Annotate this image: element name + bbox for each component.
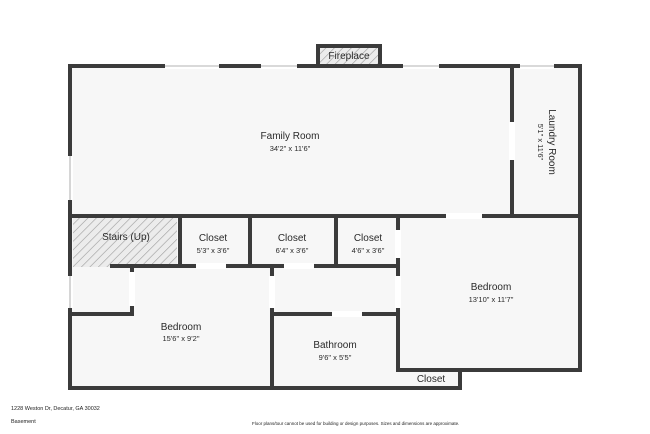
bedroom-right-name: Bedroom xyxy=(471,282,512,293)
door-bedroom-left xyxy=(129,272,135,306)
closet-3-dims: 4'6" x 3'6" xyxy=(352,246,385,255)
bedroom-left-name: Bedroom xyxy=(161,322,202,333)
door-frames xyxy=(69,65,554,308)
door-hall-left xyxy=(269,276,275,308)
laundry-door xyxy=(509,122,515,160)
family-room-dims: 34'2" x 11'6" xyxy=(270,144,311,153)
footer-level: Basement xyxy=(11,419,36,425)
door-bedroom-right xyxy=(446,213,482,219)
closet-3-name: Closet xyxy=(354,233,383,244)
fireplace-box xyxy=(320,48,378,64)
stairs-label: Stairs (Up) xyxy=(102,232,150,243)
floor-area xyxy=(70,66,580,388)
door-closet-1 xyxy=(196,263,226,269)
door-closet-2 xyxy=(284,263,314,269)
closet-1-dims: 5'3" x 3'6" xyxy=(197,246,230,255)
stairs-area xyxy=(73,218,177,267)
bathroom-name: Bathroom xyxy=(313,340,356,351)
door-bathroom xyxy=(332,311,362,317)
footer-disclaimer: Floor plans/tour cannot be used for buil… xyxy=(252,421,460,426)
closet-small-name: Closet xyxy=(417,374,446,385)
closet-1-name: Closet xyxy=(199,233,228,244)
door-hall-right xyxy=(395,276,401,308)
bedroom-left-dims: 15'6" x 9'2" xyxy=(163,334,200,343)
door-closet-3 xyxy=(395,230,401,258)
closet-2-dims: 6'4" x 3'6" xyxy=(276,246,309,255)
fireplace-label: Fireplace xyxy=(328,51,370,62)
bedroom-right-dims: 13'10" x 11'7" xyxy=(469,295,514,304)
footer-address: 1228 Weston Dr, Decatur, GA 30032 xyxy=(11,406,100,412)
laundry-room-name: Laundry Room xyxy=(546,109,557,175)
closet-2-name: Closet xyxy=(278,233,307,244)
bathroom-dims: 9'6" x 5'5" xyxy=(319,353,352,362)
family-room-name: Family Room xyxy=(261,131,320,142)
laundry-room-dims: 5'1" x 11'6" xyxy=(536,124,545,161)
